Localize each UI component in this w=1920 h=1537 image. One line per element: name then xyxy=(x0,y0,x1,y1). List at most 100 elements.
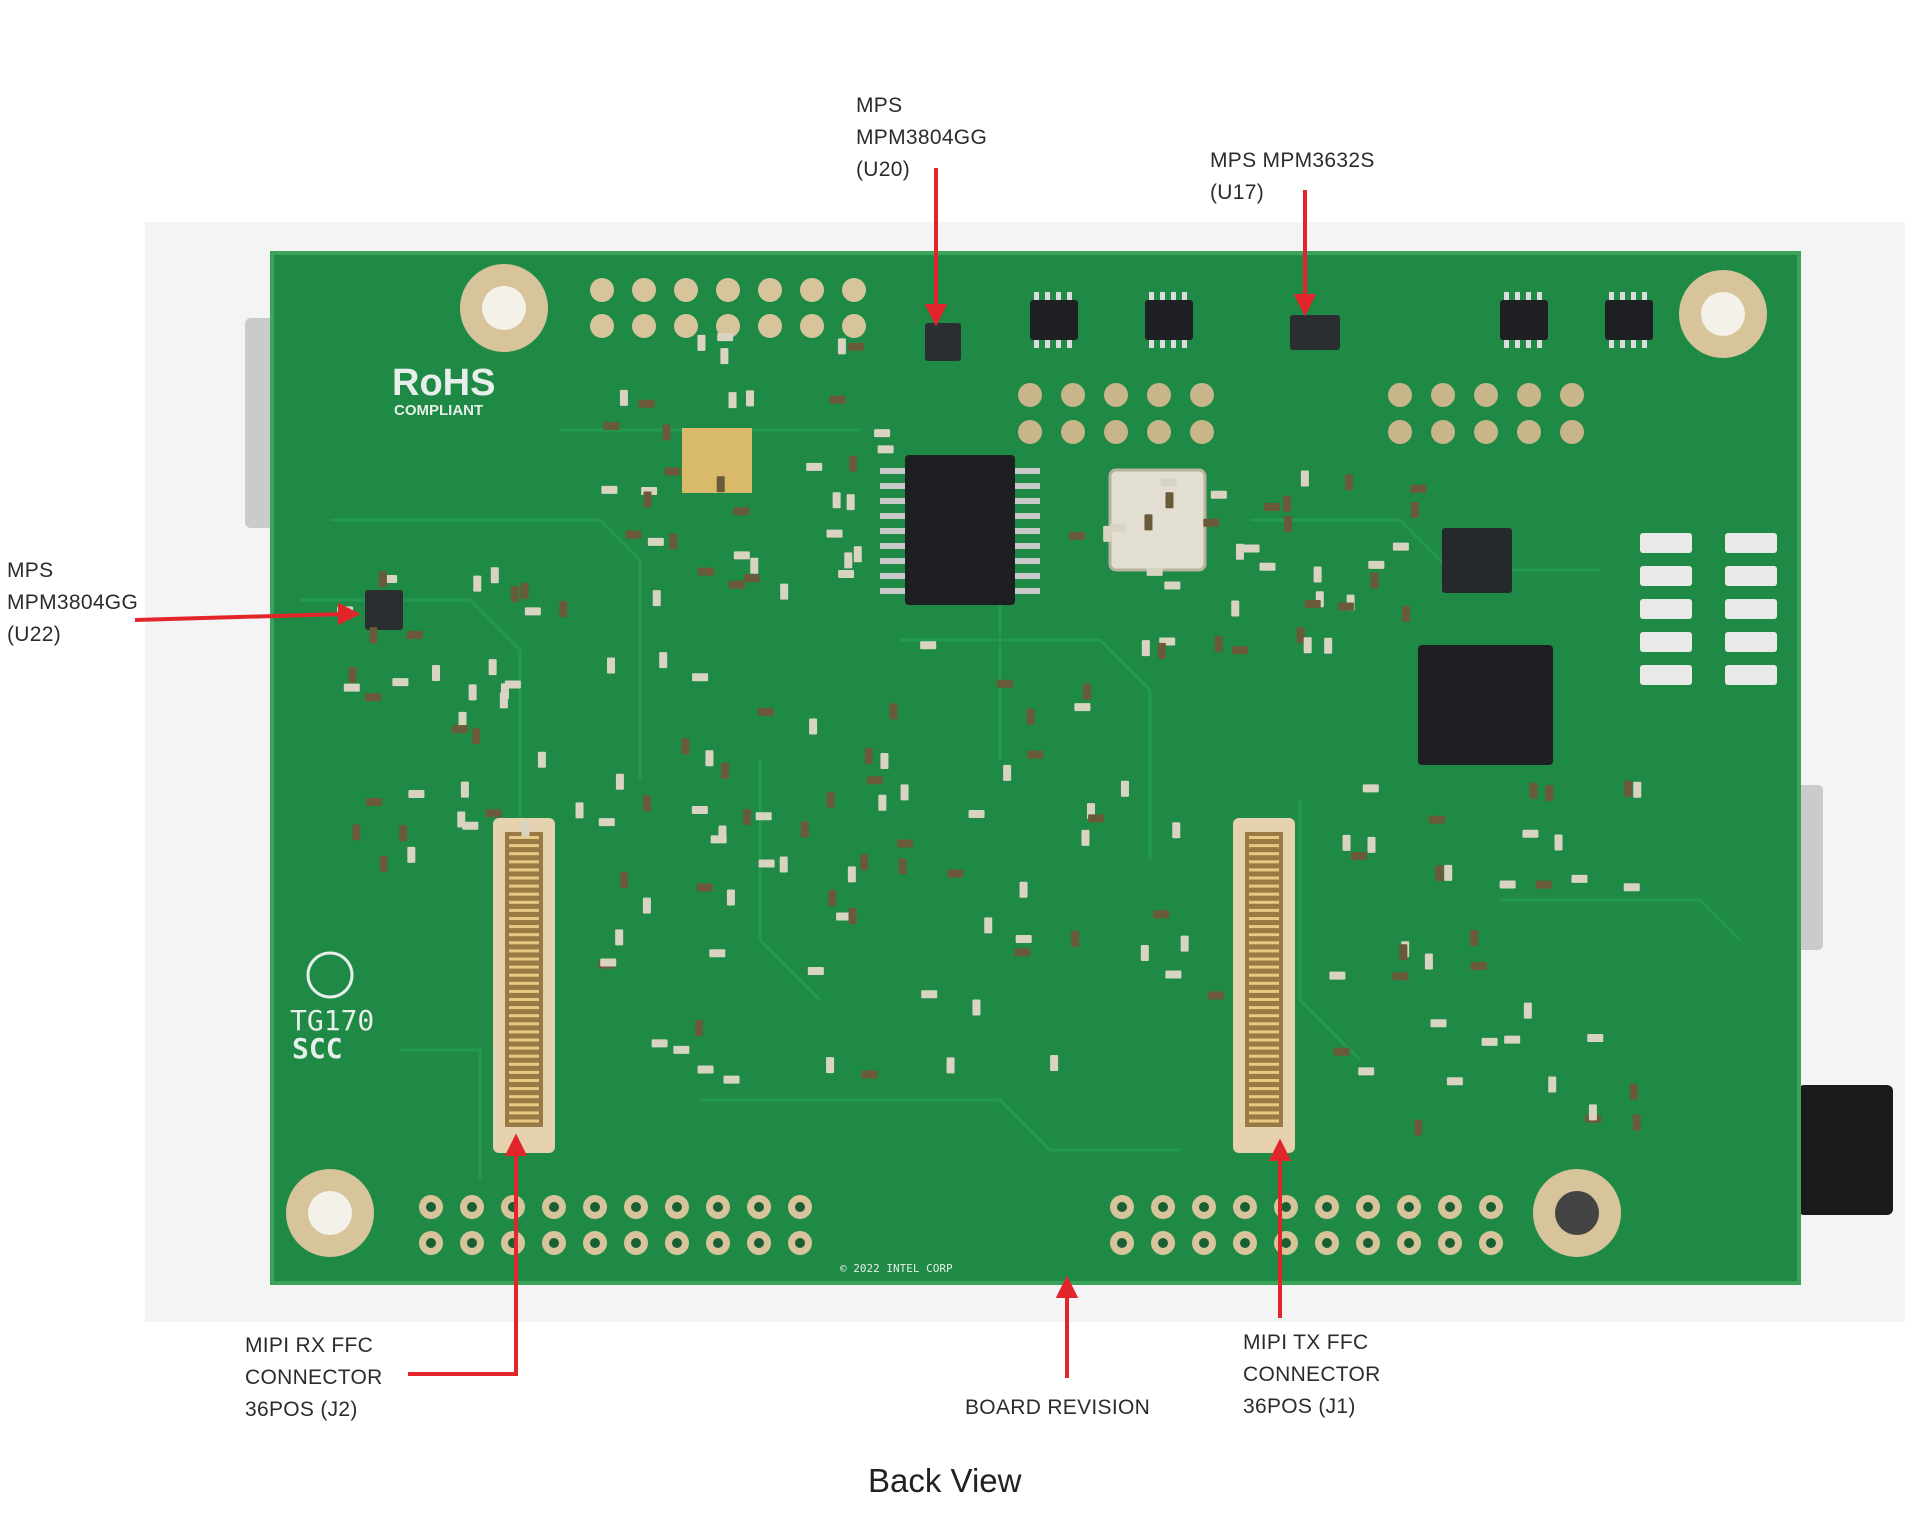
ffc-pin xyxy=(1249,1095,1279,1099)
chip-leg xyxy=(880,573,905,579)
upper-header-pin xyxy=(1560,383,1584,407)
smd-part xyxy=(746,390,755,407)
header-pin-hole xyxy=(1445,1202,1455,1212)
smd-part xyxy=(838,570,855,579)
right-pad-array xyxy=(1640,533,1777,685)
soic-leg xyxy=(1620,292,1625,300)
soic-leg xyxy=(1149,292,1154,300)
ffc-pin xyxy=(1249,868,1279,872)
soic-leg xyxy=(1171,340,1176,348)
cert-text-2: SCC xyxy=(292,1032,343,1065)
smd-part xyxy=(1296,627,1305,644)
ffc-pin xyxy=(1249,1006,1279,1010)
smd-part xyxy=(1088,814,1105,823)
callout-j2: MIPI RX FFC CONNECTOR 36POS (J2) xyxy=(245,1334,383,1421)
smd-part xyxy=(673,1045,690,1054)
smd-part xyxy=(878,794,887,811)
header-pad xyxy=(590,314,614,338)
soic-leg xyxy=(1537,340,1542,348)
header-pin-hole xyxy=(1240,1238,1250,1248)
smd-part xyxy=(837,338,846,355)
header-pad xyxy=(758,278,782,302)
smd-part xyxy=(600,958,617,967)
ffc-pin xyxy=(509,949,539,953)
smd-part xyxy=(1210,490,1227,499)
smd-part xyxy=(697,334,706,351)
header-pin-hole xyxy=(1199,1238,1209,1248)
smd-part xyxy=(898,858,907,875)
smd-part xyxy=(757,707,774,716)
smd-part xyxy=(1392,972,1409,981)
smd-part xyxy=(1424,953,1433,970)
smd-part xyxy=(524,607,541,616)
header-pin-hole xyxy=(426,1202,436,1212)
smd-part xyxy=(1146,567,1163,576)
smd-part xyxy=(1019,881,1028,898)
soic-leg xyxy=(1045,292,1050,300)
header-pad xyxy=(758,314,782,338)
smd-part xyxy=(1504,1035,1521,1044)
ffc-pin xyxy=(1249,1014,1279,1018)
smd-part xyxy=(866,776,883,785)
smd-part xyxy=(996,679,1013,688)
soic-leg xyxy=(1182,292,1187,300)
smd-part xyxy=(499,692,508,709)
header-pin-hole xyxy=(1363,1238,1373,1248)
chip-leg xyxy=(880,588,905,594)
upper-header-pin xyxy=(1190,420,1214,444)
smd-part xyxy=(733,551,750,560)
smd-part xyxy=(1050,1054,1059,1071)
u17-regulator xyxy=(1290,315,1340,350)
header-pad xyxy=(632,314,656,338)
figure-caption: Back View xyxy=(868,1462,1022,1499)
smd-part xyxy=(407,846,416,863)
smd-part xyxy=(728,392,737,409)
smd-part xyxy=(947,869,964,878)
smd-part xyxy=(1522,829,1539,838)
smd-part xyxy=(806,462,823,471)
ffc-pin xyxy=(509,836,539,839)
soic-leg xyxy=(1537,292,1542,300)
smd-part xyxy=(1120,780,1129,797)
crystal-oscillator xyxy=(1108,468,1207,572)
et-mark-icon xyxy=(306,951,354,999)
smd-part xyxy=(1399,944,1408,961)
right-pad xyxy=(1640,599,1692,619)
smd-part xyxy=(615,929,624,946)
ffc-pin xyxy=(1249,998,1279,1001)
upper-header-pin xyxy=(1560,420,1584,444)
smd-part xyxy=(1141,640,1150,657)
ffc-pin xyxy=(509,1087,539,1091)
soic-chip xyxy=(1030,300,1078,340)
smd-part xyxy=(1140,944,1149,961)
ffc-pin xyxy=(1249,1022,1279,1026)
ffc-pin xyxy=(1249,1046,1279,1050)
chip-leg xyxy=(1015,483,1040,489)
ffc-pin xyxy=(1249,1079,1279,1082)
smd-part xyxy=(1402,606,1411,623)
smd-part xyxy=(1333,1047,1350,1056)
header-pad xyxy=(632,278,656,302)
soic-leg xyxy=(1526,292,1531,300)
header-pad xyxy=(716,278,740,302)
smd-part xyxy=(615,773,624,790)
ffc-pin xyxy=(509,1062,539,1066)
arrow-u22 xyxy=(134,612,345,622)
smd-part xyxy=(826,1057,835,1074)
smd-part xyxy=(652,590,661,607)
smd-part xyxy=(721,762,730,779)
smd-part xyxy=(473,575,482,592)
smd-part xyxy=(651,1039,668,1048)
smd-part xyxy=(669,533,678,550)
smd-part xyxy=(696,883,713,892)
smd-part xyxy=(598,818,615,827)
smd-part xyxy=(832,492,841,509)
ffc-pin xyxy=(1249,981,1279,985)
smd-part xyxy=(1632,1114,1641,1131)
soic-leg xyxy=(1515,292,1520,300)
soic-chip xyxy=(1145,300,1193,340)
smd-part xyxy=(1414,1119,1423,1136)
smd-part xyxy=(826,791,835,808)
smd-part xyxy=(809,718,818,735)
